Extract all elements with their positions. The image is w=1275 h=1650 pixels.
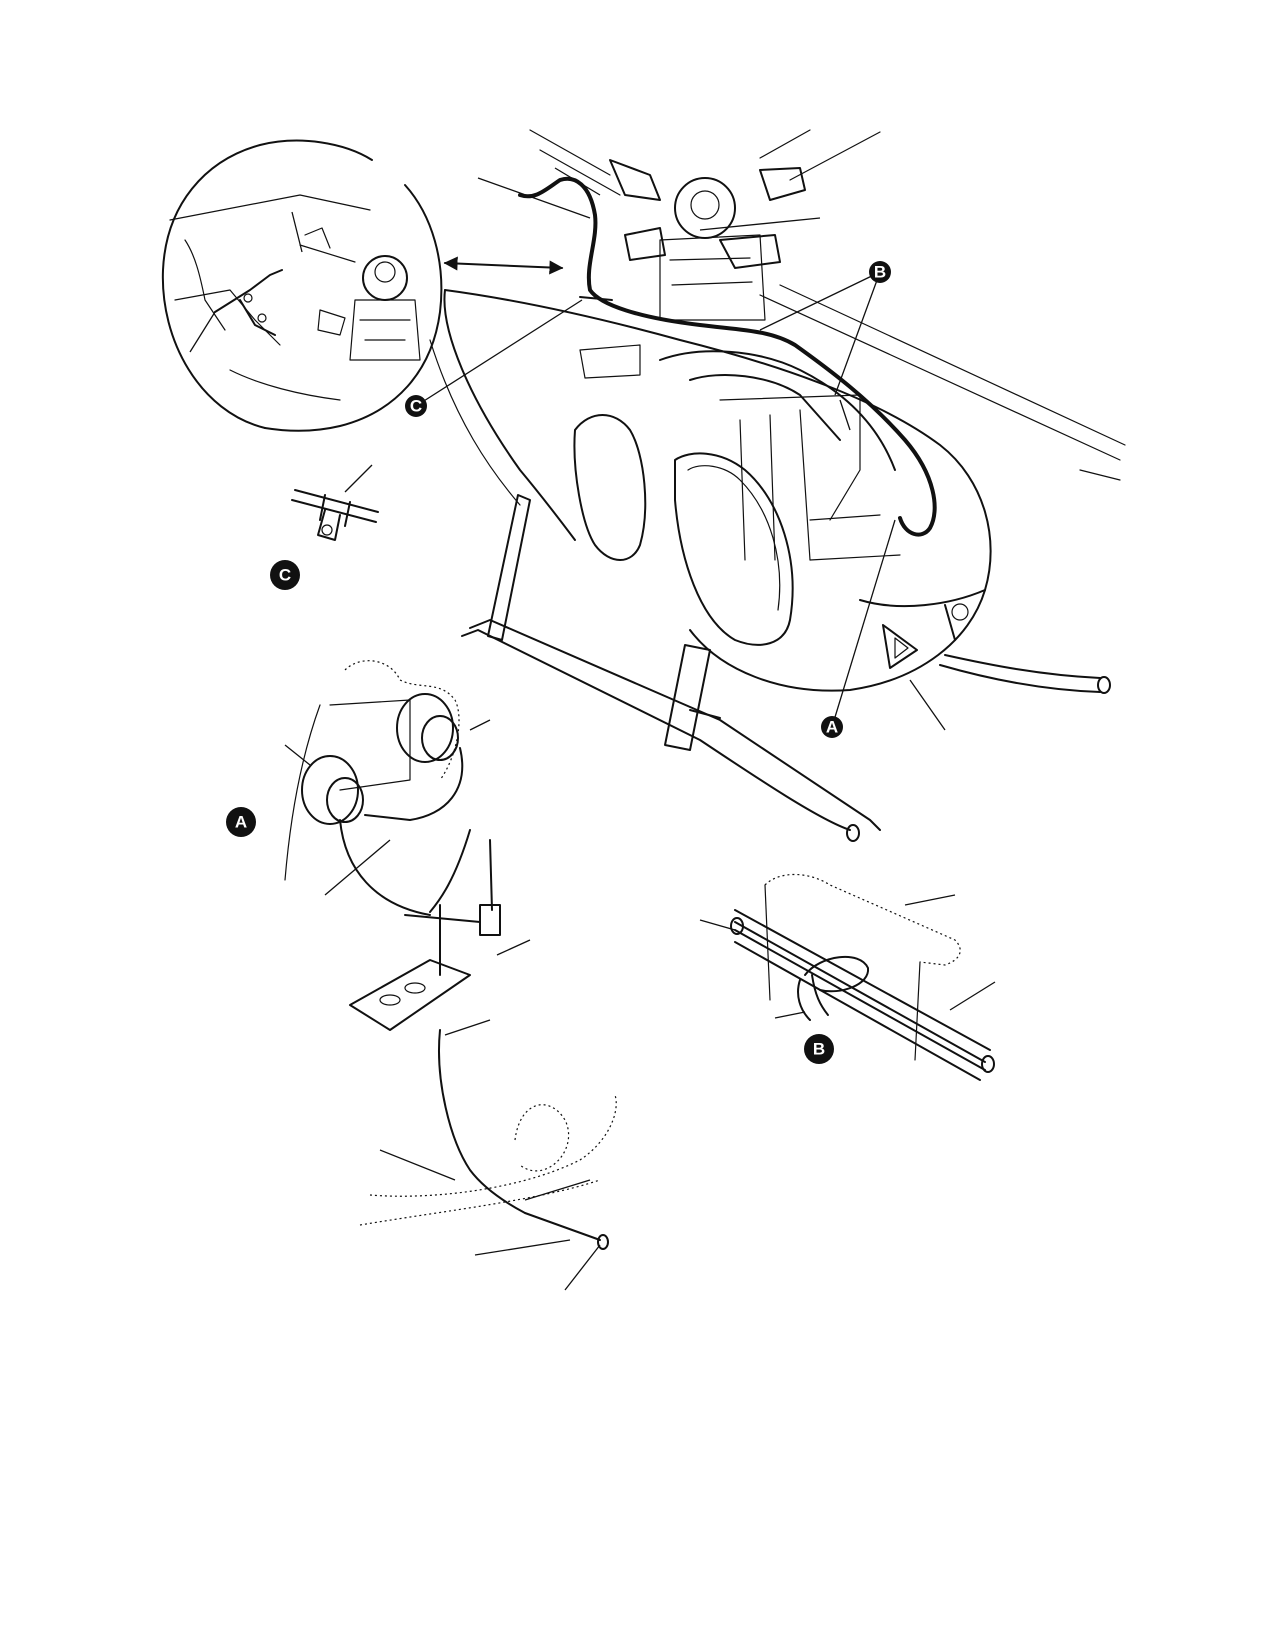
callout-a-detail: A <box>226 807 256 837</box>
callout-b-main: B <box>869 261 891 283</box>
callout-c-main: C <box>405 395 427 417</box>
callout-b-detail-label: B <box>813 1040 825 1059</box>
callout-c-main-label: C <box>410 397 422 416</box>
callout-a-main-label: A <box>826 718 838 737</box>
callout-c-detail: C <box>270 560 300 590</box>
detail-a-filter-assembly <box>284 660 617 1291</box>
detail-b-clamp-assembly <box>699 873 996 1081</box>
callout-a-detail-label: A <box>235 813 247 832</box>
detail-c-tee-fitting <box>291 464 379 541</box>
helicopter-main-view <box>429 129 1126 842</box>
callout-c-detail-label: C <box>279 566 291 585</box>
callout-a-main: A <box>821 716 843 738</box>
detail-link-arrow <box>443 256 564 275</box>
callout-b-main-label: B <box>874 263 886 282</box>
callout-b-detail: B <box>804 1034 834 1064</box>
detail-c-magnified-view <box>161 139 443 432</box>
